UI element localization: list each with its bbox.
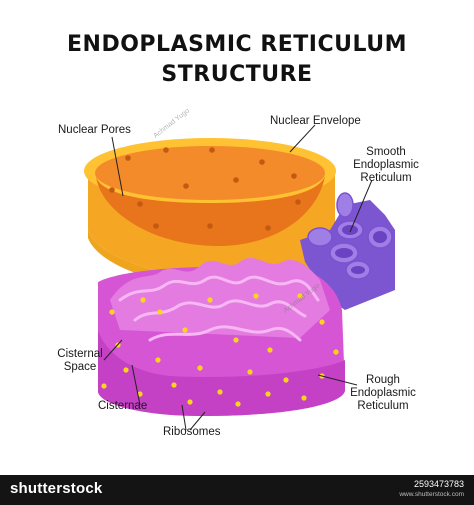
label-smooth-er: Smooth Endoplasmic Reticulum [353,146,419,184]
diagram-title-line1: ENDOPLASMIC RETICULUM [67,32,407,57]
label-ribosomes: Ribosomes [163,426,221,438]
rough-er [98,258,345,416]
footer-site: www.shutterstock.com [399,491,464,498]
label-cisternae: Cisternae [98,400,148,412]
nucleus-interior [95,146,325,200]
footer-brand: shutterstock [10,480,103,497]
stock-footer: shutterstock 2593473783 www.shutterstock… [0,475,474,505]
label-nuclear-envelope: Nuclear Envelope [270,115,361,127]
cisternae-folds [110,258,330,338]
ribosomes [101,293,339,407]
footer-image-id: 2593473783 [413,479,464,489]
label-cisternal-space: Cisternal Space [57,348,103,373]
er-illustration [84,124,395,431]
label-nuclear-pores: Nuclear Pores [58,124,131,136]
nucleus [84,138,336,291]
label-rough-er: Rough Endoplasmic Reticulum [350,374,416,412]
diagram-title-line2: STRUCTURE [161,62,313,87]
leader-lines [103,124,373,431]
nuclear-pores [109,147,301,231]
